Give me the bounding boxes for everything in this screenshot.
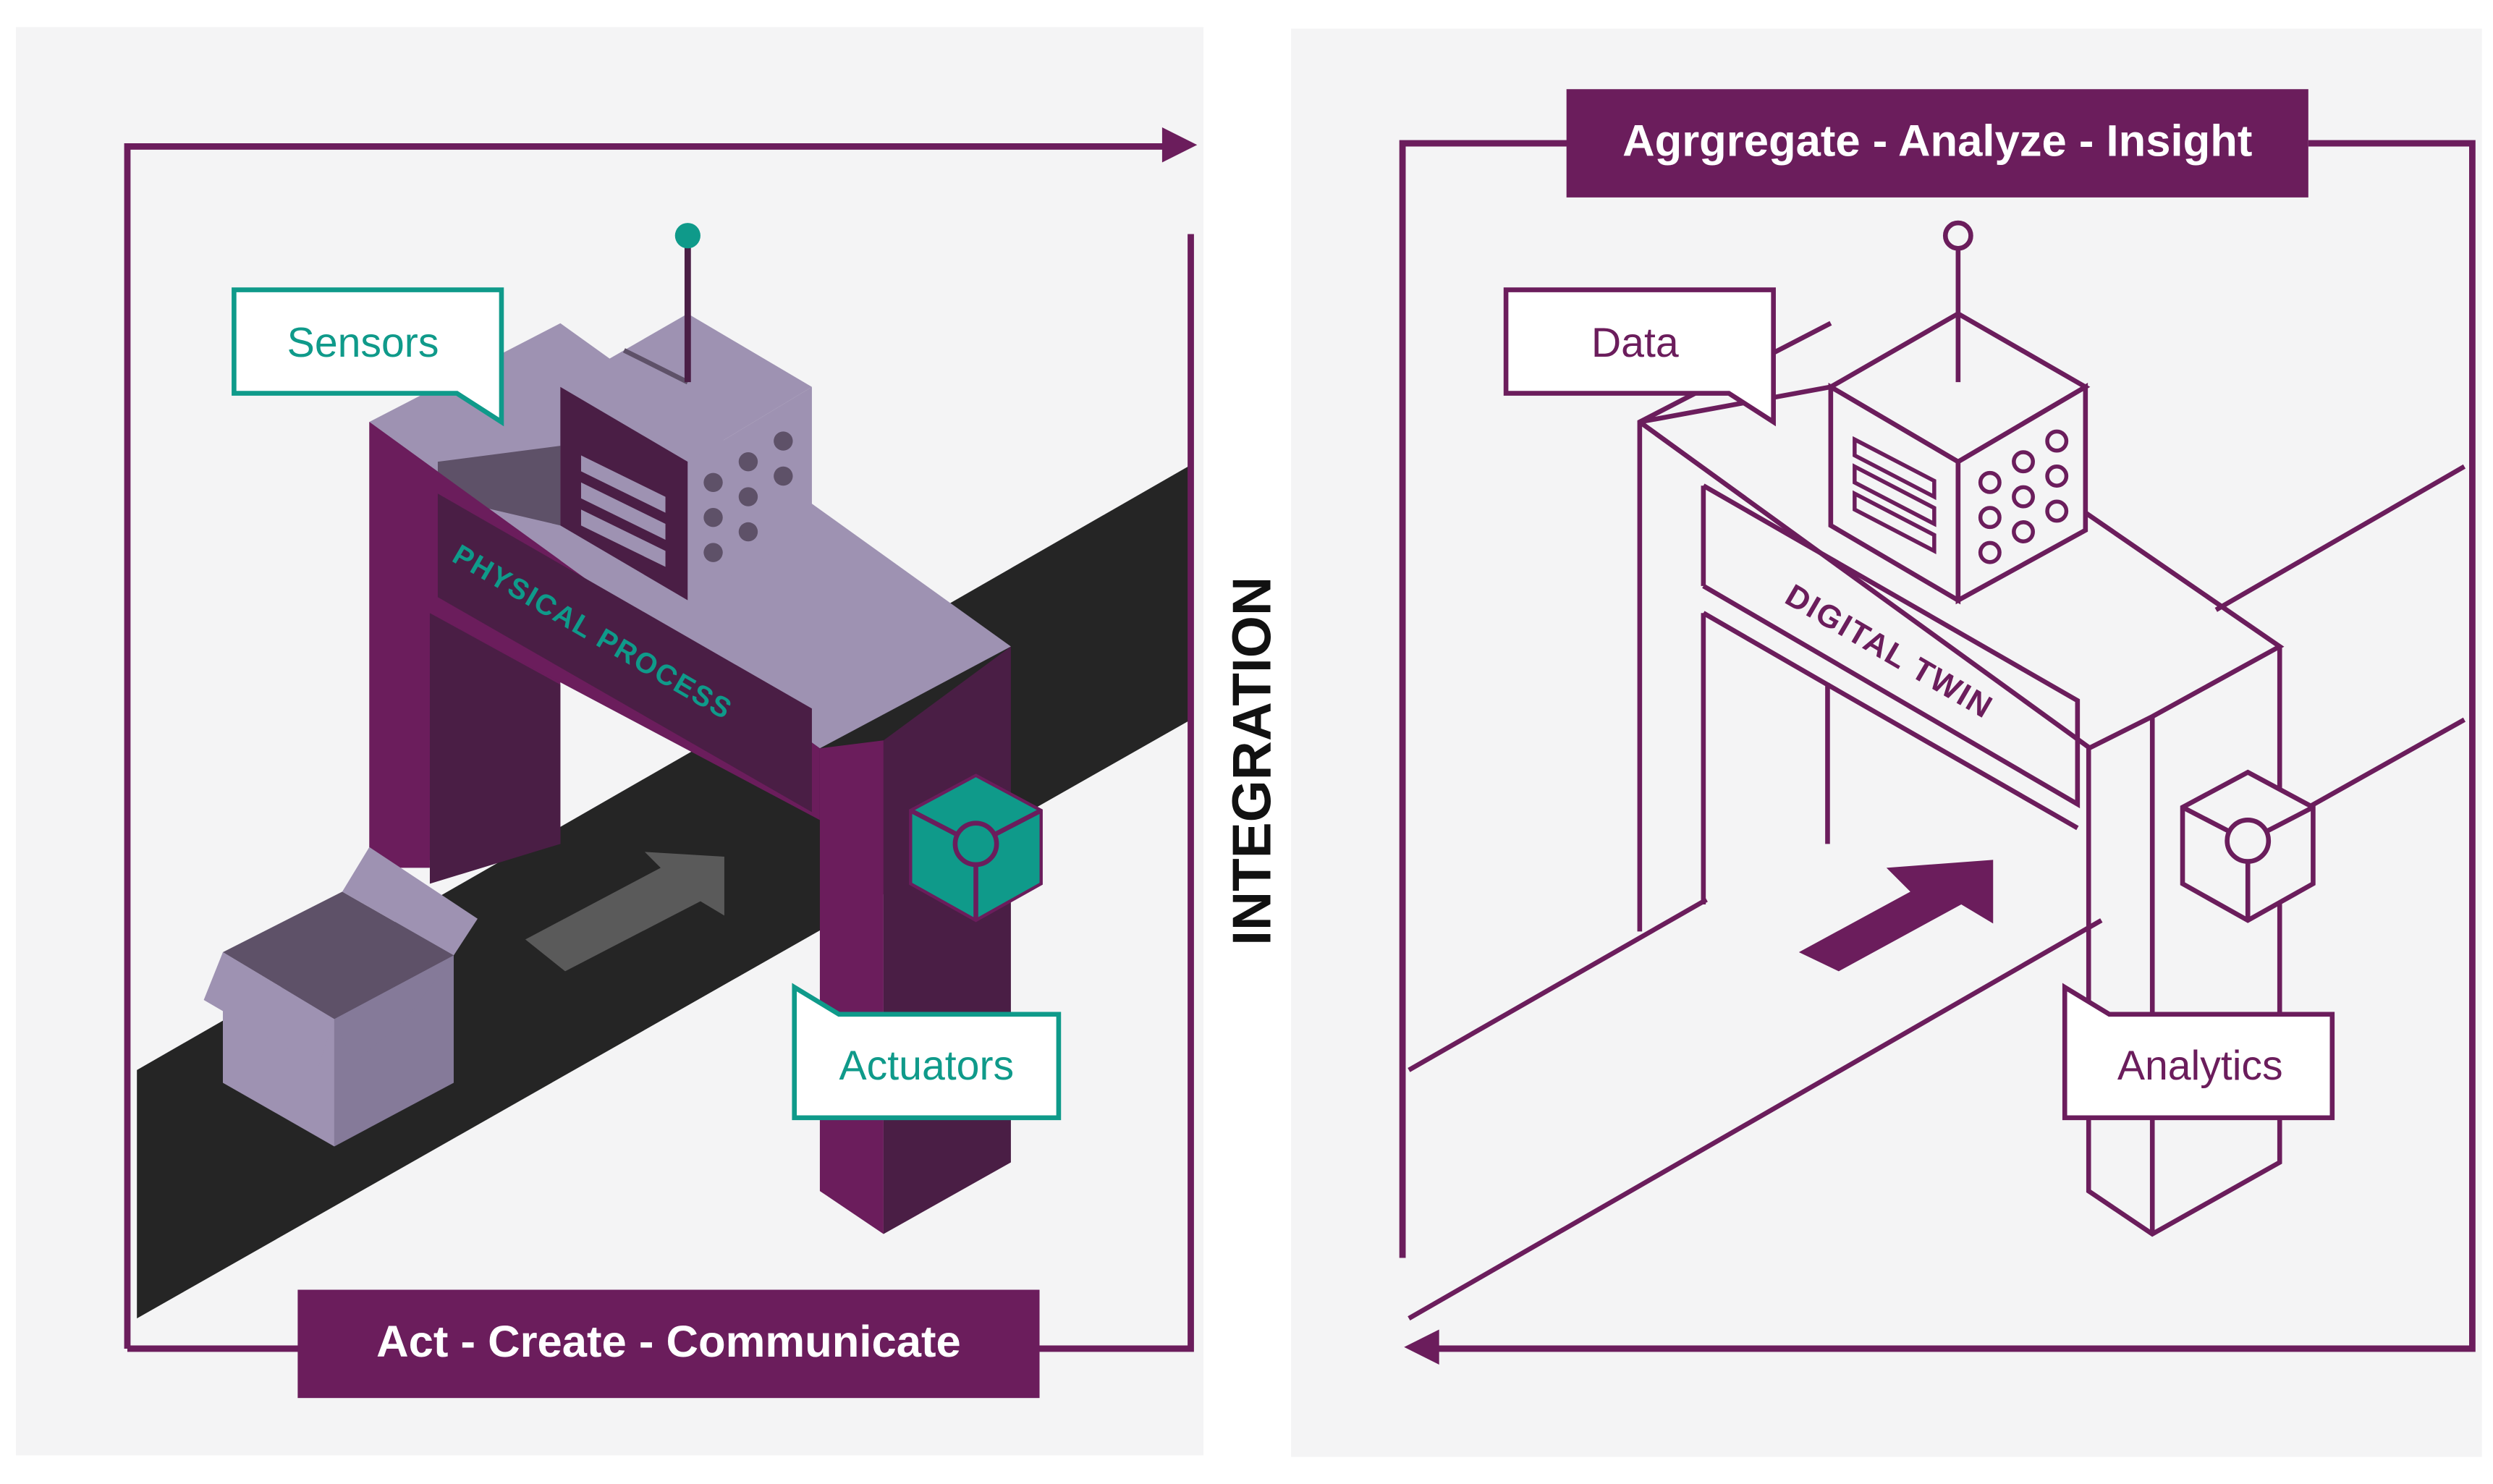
antenna-tip-icon (674, 223, 701, 249)
actuator-hex-icon (909, 773, 1043, 923)
gate-sign-plate (437, 493, 812, 813)
actuators-label: Actuators (839, 1043, 1015, 1089)
digital-direction-arrow-icon (1798, 860, 1994, 972)
sensors-label: Sensors (287, 320, 439, 366)
analytics-callout (2062, 983, 2335, 1121)
physical-cycle-loop (124, 143, 1194, 1352)
gate-back-leg-shadow (429, 613, 561, 884)
control-box-top (560, 313, 812, 462)
physical-banner-box (297, 1289, 1040, 1399)
actuators-callout (792, 983, 1062, 1121)
digital-control-box-vents (1853, 436, 1937, 554)
digital-cycle-loop (1399, 140, 2476, 1352)
physical-loop-arrowhead-icon (1161, 127, 1198, 163)
digital-antenna-tip-icon (1942, 220, 1973, 251)
digital-banner-box (1566, 89, 2308, 198)
digital-banner-text: Agrgregate - Analyze - Insight (1622, 116, 2252, 166)
package-box-icon (203, 847, 478, 1147)
data-label: Data (1591, 320, 1679, 366)
integration-label: INTEGRATION (1222, 577, 1282, 946)
physical-panel (15, 27, 1204, 1456)
digital-panel (1291, 28, 2482, 1457)
control-box-dots (703, 431, 793, 562)
gate-right-leg (819, 740, 884, 1234)
digital-panel-background (1291, 28, 2482, 1457)
analytics-hex-icon (2180, 769, 2316, 923)
digital-gate-wireframe (1637, 321, 2285, 1237)
gate-inner-shadow (437, 446, 561, 526)
digital-loop-arrowhead-icon (1404, 1329, 1439, 1365)
control-box-vents (580, 455, 666, 567)
gate-right-leg-side (883, 646, 1011, 1234)
data-callout (1503, 287, 1776, 427)
belt-direction-arrow-icon (525, 852, 724, 972)
digital-control-box-wireframe (1826, 310, 2091, 605)
sensors-callout (232, 287, 504, 427)
physical-banner-text: Act - Create - Communicate (376, 1317, 961, 1367)
digital-conveyor-wireframe (1408, 464, 2466, 1320)
analytics-label: Analytics (2117, 1043, 2283, 1089)
control-box-slot (622, 348, 689, 385)
digital-control-box-dots (1978, 429, 2069, 564)
